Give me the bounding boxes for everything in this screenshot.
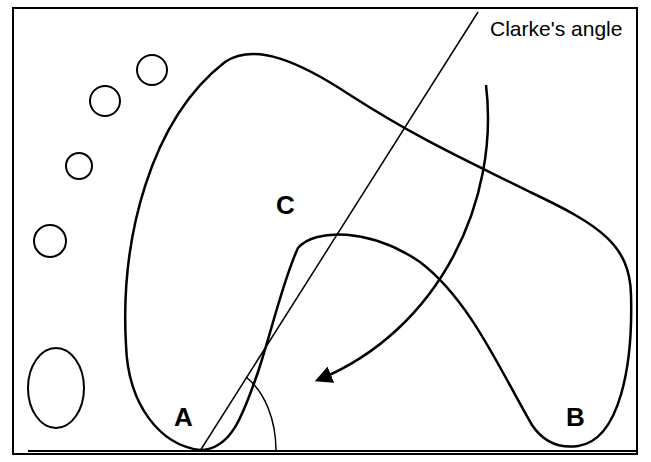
point-label: A: [174, 404, 193, 430]
toe: [90, 86, 120, 116]
pointer-arrow: [318, 85, 488, 380]
ground-line: [28, 450, 637, 452]
toe: [34, 225, 66, 257]
angle-line: [200, 12, 478, 451]
point-label: B: [566, 404, 585, 430]
point-label: C: [276, 192, 295, 218]
foot-outline: [125, 54, 631, 450]
toe: [137, 55, 167, 85]
angle-arc: [246, 377, 276, 451]
angle-name: Clarke's angle: [490, 18, 622, 39]
toe: [66, 153, 92, 179]
big-toe: [28, 348, 84, 428]
frame: [13, 8, 637, 454]
